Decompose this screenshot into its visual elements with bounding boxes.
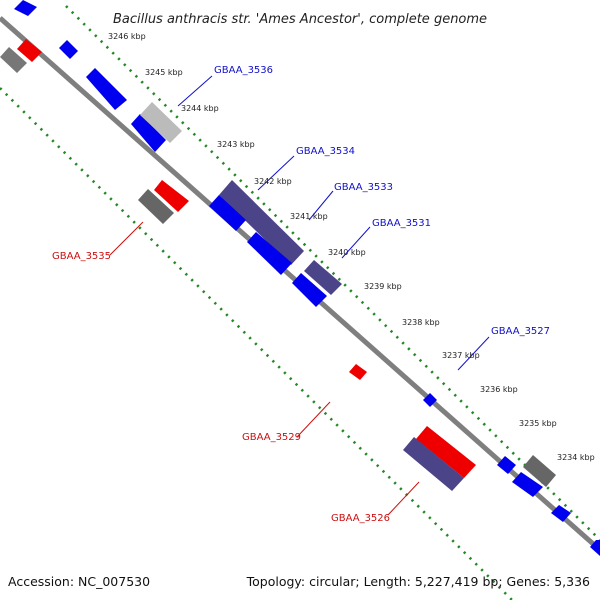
leader-line	[109, 221, 144, 256]
feature-arrow[interactable]	[209, 195, 246, 231]
leader-line	[257, 155, 295, 191]
feature-arrow[interactable]	[423, 393, 437, 407]
leader-line	[308, 190, 334, 221]
tick-label: 3242 kbp	[254, 177, 292, 186]
gene-label-gbaa-3536[interactable]: GBAA_3536	[214, 65, 273, 76]
feature-arrow[interactable]	[512, 472, 543, 497]
gene-label-gbaa-3526[interactable]: GBAA_3526	[331, 513, 390, 524]
forward-strand-features	[14, 0, 600, 556]
inner-tick-track	[0, 87, 513, 600]
gene-label-gbaa-3533[interactable]: GBAA_3533	[334, 182, 393, 193]
feature-arrow[interactable]	[17, 39, 42, 62]
feature-faded[interactable]	[140, 102, 182, 143]
gene-label-gbaa-3527[interactable]: GBAA_3527	[491, 326, 550, 337]
feature-other[interactable]	[0, 47, 27, 73]
outer-tick-track	[65, 5, 600, 541]
gene-label-gbaa-3535[interactable]: GBAA_3535	[52, 251, 111, 262]
feature-arrow[interactable]	[86, 68, 127, 110]
reverse-strand-features	[0, 39, 476, 491]
leader-line	[341, 226, 371, 259]
leader-line	[296, 401, 331, 438]
feature-other[interactable]	[304, 260, 342, 295]
leader-line	[177, 75, 213, 107]
gene-label-gbaa-3529[interactable]: GBAA_3529	[242, 432, 301, 443]
topology-text: Topology: circular; Length: 5,227,419 bp…	[246, 574, 590, 589]
tick-label: 3239 kbp	[364, 282, 402, 291]
leader-line	[387, 481, 420, 516]
feature-arrow[interactable]	[590, 540, 600, 556]
gene-label-gbaa-3531[interactable]: GBAA_3531	[372, 218, 431, 229]
feature-arrow[interactable]	[131, 114, 166, 152]
tick-label: 3238 kbp	[402, 318, 440, 327]
feature-arrow[interactable]	[497, 456, 516, 474]
tick-label: 3237 kbp	[442, 351, 480, 360]
tick-label: 3234 kbp	[557, 453, 595, 462]
leader-line	[457, 336, 490, 371]
feature-other[interactable]	[219, 180, 304, 265]
tick-labels: 3246 kbp 3245 kbp 3244 kbp 3243 kbp 3242…	[108, 32, 595, 462]
feature-other[interactable]	[138, 189, 174, 224]
tick-label: 3243 kbp	[217, 140, 255, 149]
feature-arrow[interactable]	[14, 0, 37, 16]
feature-arrow[interactable]	[59, 40, 78, 59]
tick-label: 3236 kbp	[480, 385, 518, 394]
feature-arrow[interactable]	[154, 180, 189, 212]
tick-label: 3241 kbp	[290, 212, 328, 221]
tick-label: 3240 kbp	[328, 248, 366, 257]
tick-label: 3244 kbp	[181, 104, 219, 113]
map-title: Bacillus anthracis str. 'Ames Ancestor',…	[113, 12, 487, 27]
gene-labels: GBAA_3536 GBAA_3534 GBAA_3533 GBAA_3531 …	[52, 65, 550, 524]
feature-arrow[interactable]	[292, 273, 327, 307]
tick-label: 3246 kbp	[108, 32, 146, 41]
feature-arrow[interactable]	[349, 364, 367, 380]
feature-other[interactable]	[403, 437, 464, 491]
tick-label: 3235 kbp	[519, 419, 557, 428]
label-leaders	[109, 75, 490, 516]
feature-arrow[interactable]	[247, 232, 292, 275]
feature-other[interactable]	[523, 455, 556, 487]
feature-arrow[interactable]	[416, 426, 476, 478]
feature-arrow[interactable]	[551, 505, 571, 522]
tick-label: 3245 kbp	[145, 68, 183, 77]
accession-text: Accession: NC_007530	[8, 574, 150, 589]
gene-label-gbaa-3534[interactable]: GBAA_3534	[296, 146, 355, 157]
